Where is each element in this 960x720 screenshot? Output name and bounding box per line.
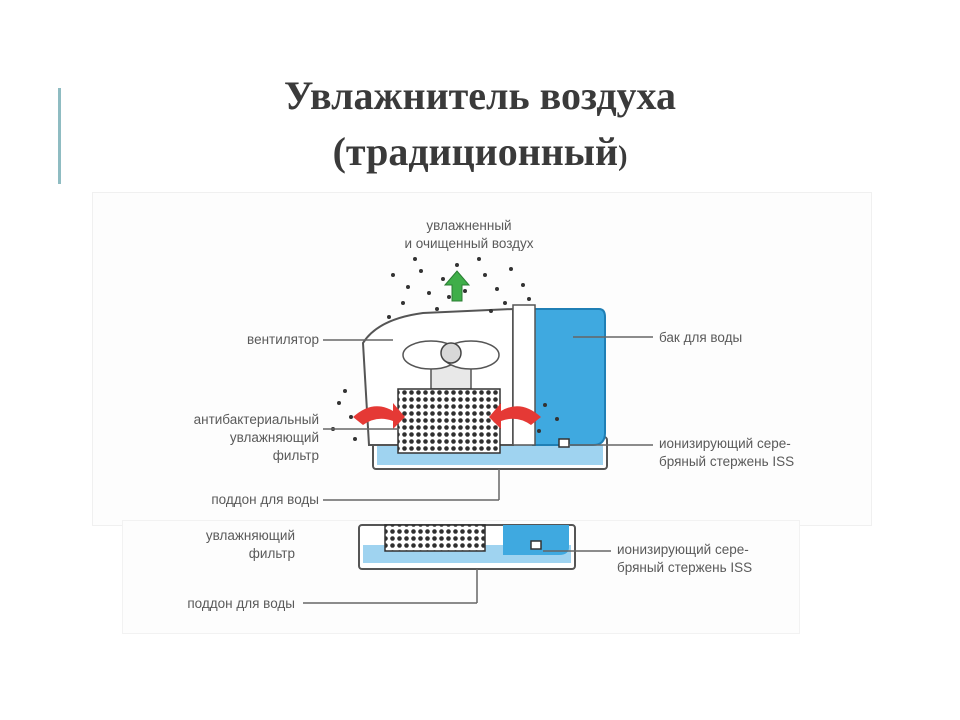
label-humidified-air-line-1: увлажненный — [426, 218, 512, 233]
label-humidified-air: увлажненный и очищенный воздух — [379, 217, 559, 253]
title-line-1: Увлажнитель воздуха — [283, 73, 677, 118]
fragment-label-ionizer-line-1: ионизирующий сере- — [617, 542, 749, 557]
title-line-2-close: ) — [618, 141, 628, 172]
fragment-label-ionizer-line-2: бряный стержень ISS — [617, 560, 753, 575]
fan-icon — [402, 340, 500, 390]
leader-lines — [323, 336, 653, 501]
arrow-in-right-icon — [489, 403, 541, 429]
label-filter-line-3: фильтр — [272, 448, 319, 463]
ionizer-rod-icon — [558, 438, 570, 448]
fragment-label-filter-line-1: увлажняющий — [205, 528, 295, 543]
humidifier-diagram: увлажненный и очищенный воздух вентилято… — [92, 192, 872, 526]
humidifier-diagram-fragment: увлажняющий фильтр поддон для воды иониз… — [122, 520, 800, 634]
filter-mesh — [397, 388, 501, 454]
label-tank: бак для воды — [659, 330, 743, 345]
fragment-tank — [503, 525, 569, 555]
label-ionizer: ионизирующий сере- бряный стержень ISS — [659, 435, 794, 471]
humidifier-fragment-illustration — [303, 524, 611, 604]
fragment-label-filter-line-2: фильтр — [248, 546, 295, 561]
fragment-label-tray: поддон для воды — [187, 596, 295, 611]
slide-title: Увлажнитель воздуха (традиционный) — [0, 68, 960, 185]
mist-particles — [331, 257, 559, 441]
fragment-leader-lines — [303, 550, 611, 604]
label-filter-line-2: увлажняющий — [229, 430, 319, 445]
title-line-2-main: (традиционный — [332, 129, 619, 174]
label-fan: вентилятор — [247, 332, 319, 347]
arrow-up-icon — [443, 270, 471, 302]
label-ionizer-line-1: ионизирующий сере- — [659, 436, 791, 451]
fragment-label-filter: увлажняющий фильтр — [133, 527, 295, 563]
label-filter: антибактериальный увлажняющий фильтр — [113, 411, 319, 465]
title-line-2: (традиционный) — [0, 124, 960, 185]
humidifier-illustration — [323, 257, 653, 501]
arrow-in-left-icon — [353, 403, 405, 429]
water-tank — [532, 308, 606, 446]
label-filter-line-1: антибактериальный — [193, 412, 319, 427]
fragment-filter-mesh — [384, 524, 486, 552]
label-ionizer-line-2: бряный стержень ISS — [659, 454, 795, 469]
label-humidified-air-line-2: и очищенный воздух — [404, 236, 534, 251]
fragment-label-ionizer: ионизирующий сере- бряный стержень ISS — [617, 541, 752, 577]
fragment-ionizer-rod-icon — [530, 540, 542, 550]
slide-accent-bar — [58, 88, 61, 184]
label-tray: поддон для воды — [211, 492, 319, 507]
